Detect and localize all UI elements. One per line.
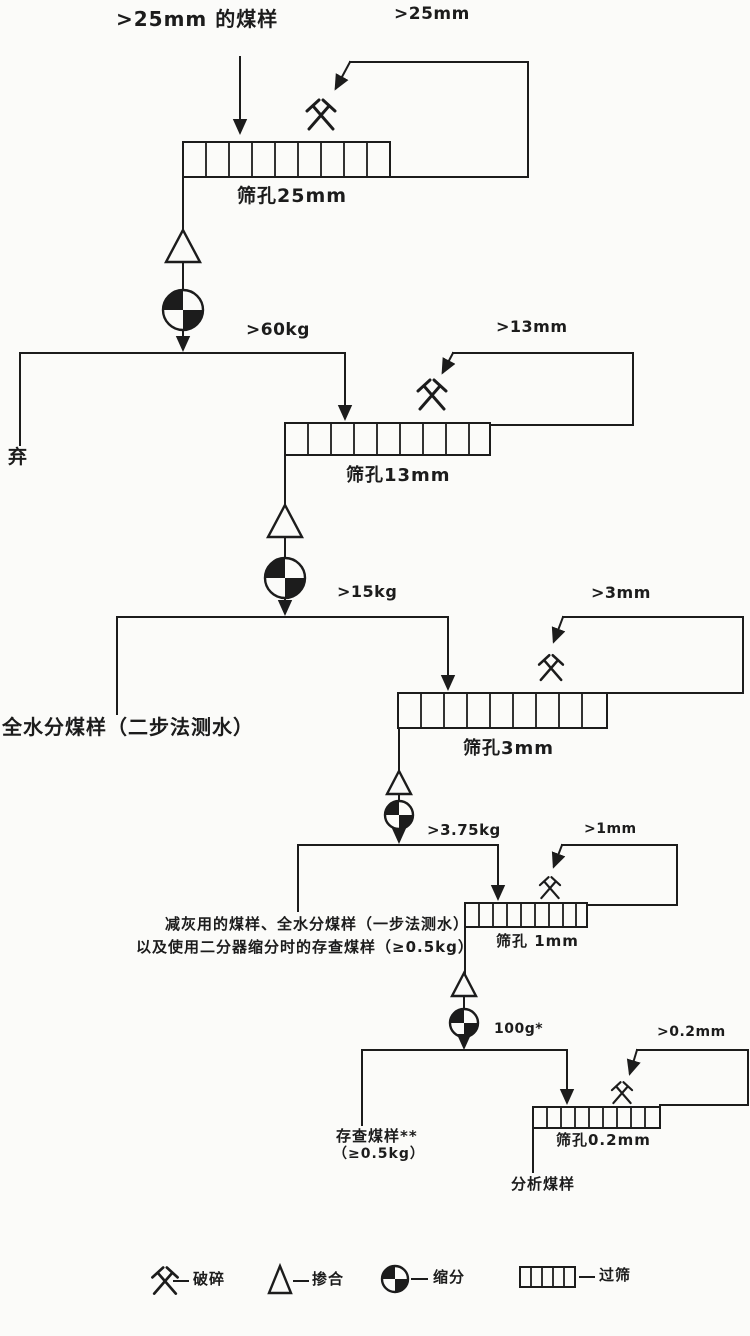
sieve-3mm <box>397 692 608 729</box>
ash-sample-label-line2: 以及使用二分器缩分时的存查煤样（≥0.5kg） <box>136 938 474 956</box>
oversize-return-3 <box>562 616 744 694</box>
yield-label-1: >60kg <box>246 320 310 340</box>
yield-label-3: >3.75kg <box>427 821 501 839</box>
yield-label-4: 100g* <box>494 1021 544 1037</box>
crusher-icon-2 <box>416 378 448 411</box>
oversize-return-arrow-5 <box>626 1048 641 1076</box>
legend-symbols <box>151 1262 595 1295</box>
reserve-sample-label-line1: 存查煤样** <box>336 1127 418 1145</box>
division-circle-1 <box>161 288 205 332</box>
sieve-1mm <box>464 902 588 928</box>
discard-label: 弃 <box>8 446 29 468</box>
yield-label-2: >15kg <box>337 582 398 601</box>
mixing-triangle-1 <box>164 227 202 264</box>
oversize-return-arrow-4 <box>551 843 566 869</box>
legend-sieve <box>519 1266 576 1288</box>
division-circle-2 <box>263 556 307 600</box>
source-sample-label: >25mm 的煤样 <box>116 7 279 31</box>
mixing-triangle-2 <box>266 502 304 539</box>
crusher-icon-3 <box>537 653 565 682</box>
oversize-return-1 <box>349 61 529 178</box>
ash-sample-label-line1: 减灰用的煤样、全水分煤样（一步法测水） <box>165 915 470 933</box>
legend-mixing-triangle <box>267 1262 293 1295</box>
analysis-sample-label: 分析煤样 <box>511 1175 576 1193</box>
legend-sieve-label: 过筛 <box>599 1266 632 1284</box>
sieve-13mm <box>284 422 491 456</box>
legend-division-circle <box>380 1264 410 1294</box>
oversize-return-arrow-1 <box>334 60 352 91</box>
oversize-return-arrow-2 <box>441 351 456 375</box>
mixing-triangle-4 <box>450 970 478 998</box>
crusher-icon-5 <box>610 1081 634 1105</box>
sieve-label-5: 筛孔0.2mm <box>556 1131 651 1149</box>
oversize-return-5 <box>636 1049 749 1106</box>
oversize-label-2: >13mm <box>496 317 568 336</box>
division-circle-4 <box>448 1007 480 1039</box>
sieve-label-2: 筛孔13mm <box>346 465 451 486</box>
legend-divide-label: 缩分 <box>433 1268 466 1286</box>
oversize-return-arrow-3 <box>551 615 566 644</box>
total-moisture-sample-label: 全水分煤样（二步法测水） <box>2 715 254 739</box>
oversize-return-4 <box>561 844 678 906</box>
sieve-label-1: 筛孔25mm <box>237 185 348 207</box>
sieve-02mm <box>532 1106 661 1129</box>
legend-mix-label: 掺合 <box>312 1270 345 1288</box>
sieve-label-3: 筛孔3mm <box>463 738 555 759</box>
sieve-25mm <box>182 141 391 178</box>
crusher-icon-1 <box>305 98 337 131</box>
division-circle-3 <box>383 799 415 831</box>
oversize-label-4: >1mm <box>584 821 637 837</box>
sieve-label-4: 筛孔 1mm <box>496 932 579 950</box>
reserve-sample-label-line2: （≥0.5kg） <box>333 1146 425 1162</box>
mixing-triangle-3 <box>385 768 413 796</box>
oversize-return-2 <box>452 352 634 426</box>
crusher-icon-4 <box>538 876 562 900</box>
oversize-label-3: >3mm <box>591 583 651 602</box>
oversize-label-1: >25mm <box>394 4 470 24</box>
legend-crush-label: 破碎 <box>193 1270 226 1288</box>
oversize-label-5: >0.2mm <box>657 1024 726 1040</box>
